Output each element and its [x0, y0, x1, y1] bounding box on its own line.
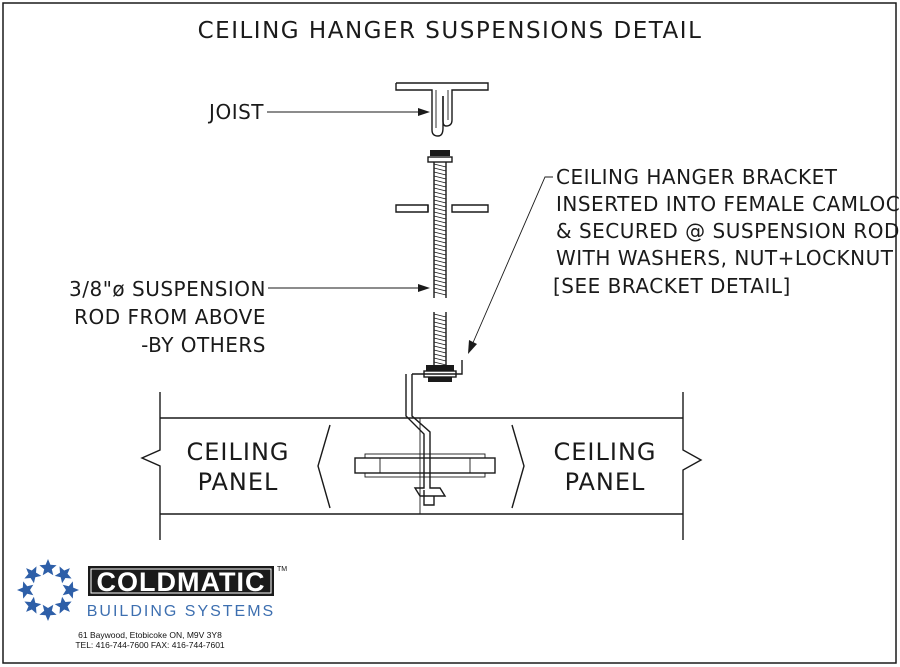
trademark-mark: TM	[277, 566, 287, 573]
rod-label-line-2: ROD FROM ABOVE	[74, 305, 266, 329]
suspension-rod-upper	[395, 150, 489, 298]
right-panel-label-line-1: CEILING	[554, 438, 657, 466]
bracket-label-line-3: & SECURED @ SUSPENSION ROD	[556, 219, 900, 243]
maple-leaf-icon	[62, 581, 79, 599]
company-logo: COLDMATIC TM BUILDING SYSTEMS 61 Baywood…	[17, 559, 287, 650]
maple-leaf-icon	[54, 566, 72, 584]
brand-subtitle: BUILDING SYSTEMS	[87, 603, 275, 620]
drawing-title: CEILING HANGER SUSPENSIONS DETAIL	[198, 18, 703, 44]
company-address: 61 Baywood, Etobicoke ON, M9V 3Y8	[78, 630, 222, 640]
bracket-label-line-1: CEILING HANGER BRACKET	[556, 165, 838, 189]
suspension-rod-lower	[423, 312, 457, 382]
left-panel-label-line-2: PANEL	[198, 468, 279, 496]
company-phones: TEL: 416-744-7600 FAX: 416-744-7601	[75, 640, 225, 650]
joist	[395, 82, 489, 137]
maple-leaf-icon	[24, 596, 42, 614]
ceiling-panels	[140, 392, 703, 540]
right-panel-label-line-2: PANEL	[565, 468, 646, 496]
left-panel-label-line-1: CEILING	[187, 438, 290, 466]
bracket-label-line-4: WITH WASHERS, NUT+LOCKNUT	[556, 246, 894, 270]
maple-leaf-icon	[54, 596, 72, 614]
leader-lines	[267, 108, 553, 354]
maple-leaf-icon	[17, 581, 34, 599]
brand-name: COLDMATIC	[97, 567, 266, 597]
rod-label-line-1: 3/8"ø SUSPENSION	[69, 277, 266, 301]
hanger-bracket	[405, 360, 463, 506]
bracket-label-line-2: INSERTED INTO FEMALE CAMLOCK	[556, 192, 900, 216]
maple-leaf-icon	[39, 604, 57, 621]
joist-label: JOIST	[207, 100, 264, 124]
rod-label-line-3: -BY OTHERS	[141, 333, 266, 357]
maple-leaf-icon	[24, 566, 42, 584]
maple-leaf-icon	[39, 559, 57, 576]
bracket-label-line-5: [SEE BRACKET DETAIL]	[553, 274, 791, 298]
maple-leaf-ring-icon	[17, 559, 79, 621]
